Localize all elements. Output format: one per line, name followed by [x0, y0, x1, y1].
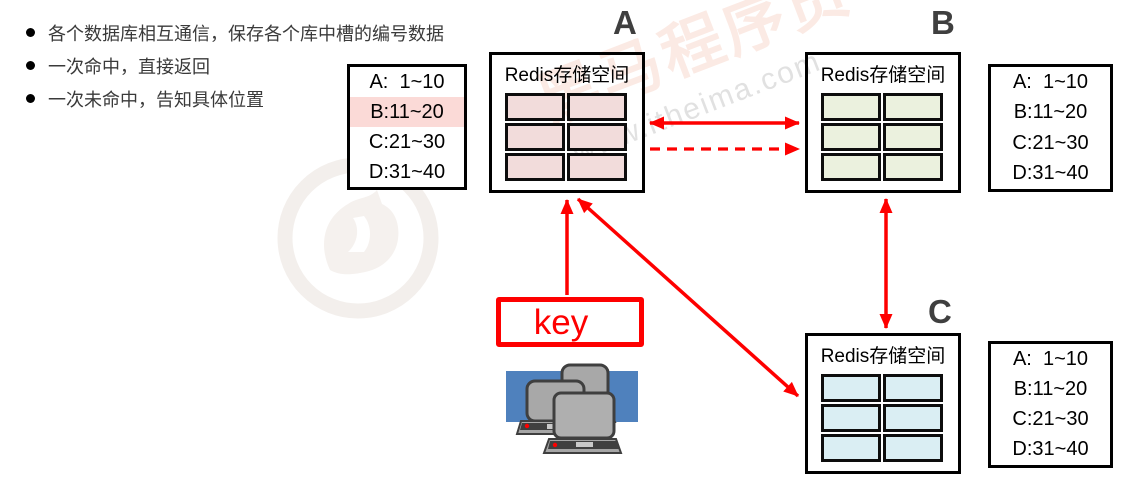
redis-node-c: Redis存储空间: [805, 333, 961, 474]
slot-grid-b: [821, 93, 943, 181]
computers-illustration: [506, 363, 638, 454]
monitor-icon: [552, 391, 616, 440]
slot-row: A: 1~10: [1012, 347, 1089, 370]
keyboard-key: [576, 442, 593, 447]
redis-node-a: Redis存储空间: [489, 52, 645, 193]
slot-cell: [883, 123, 943, 151]
slot-row: D:31~40: [1012, 438, 1089, 461]
slot-cell: [505, 93, 565, 121]
note-item: 各个数据库相互通信，保存各个库中槽的编号数据: [26, 16, 444, 49]
slot-cell: [505, 153, 565, 181]
slot-row: D:31~40: [1012, 162, 1089, 185]
key-box: key: [496, 297, 644, 347]
slot-row: A: 1~10: [1012, 70, 1089, 93]
slot-cell: [821, 434, 881, 462]
slot-cell: [883, 153, 943, 181]
bullet-icon: [26, 61, 35, 70]
node-label-c: C: [928, 293, 952, 330]
slot-cell: [883, 434, 943, 462]
slot-grid-c: [821, 374, 943, 462]
redis-node-c-title: Redis存储空间: [820, 346, 946, 367]
redis-node-b: Redis存储空间: [805, 52, 961, 193]
power-led: [552, 442, 558, 448]
power-led: [524, 423, 530, 429]
node-label-a: A: [613, 4, 637, 41]
slot-row: C:21~30: [1012, 131, 1089, 154]
slot-cell: [821, 153, 881, 181]
slot-cell: [883, 404, 943, 432]
slot-cell: [821, 93, 881, 121]
slot-row: C:21~30: [1012, 408, 1089, 431]
slot-cell: [567, 123, 627, 151]
slot-row: B:11~20: [1013, 377, 1088, 400]
slot-cell: [883, 374, 943, 402]
slot-row: D:31~40: [368, 160, 446, 183]
bullet-icon: [26, 28, 35, 37]
slot-cell: [821, 374, 881, 402]
slot-row: B:11~20: [1013, 101, 1088, 124]
slot-table-right-bottom: A: 1~10 B:11~20 C:21~30 D:31~40: [988, 341, 1113, 468]
slot-cell: [505, 123, 565, 151]
note-text: 各个数据库相互通信，保存各个库中槽的编号数据: [48, 23, 444, 44]
node-label-b: B: [931, 4, 955, 41]
slot-cell: [567, 93, 627, 121]
slot-grid-a: [505, 93, 627, 181]
slot-cell: [821, 123, 881, 151]
key-label: key: [533, 302, 589, 342]
slot-cell: [821, 404, 881, 432]
slot-row: C:21~30: [368, 130, 446, 153]
redis-node-b-title: Redis存储空间: [820, 65, 946, 86]
note-item: 一次命中，直接返回: [26, 49, 444, 82]
redis-node-a-title: Redis存储空间: [504, 65, 630, 86]
note-text: 一次未命中，告知具体位置: [48, 89, 264, 110]
slot-table-right-top: A: 1~10 B:11~20 C:21~30 D:31~40: [988, 64, 1113, 192]
slot-row-highlighted: B:11~20: [350, 97, 464, 127]
slot-cell: [567, 153, 627, 181]
slot-cell: [883, 93, 943, 121]
bullet-icon: [26, 94, 35, 103]
slot-table-left: A: 1~10 B:11~20 C:21~30 D:31~40: [347, 64, 467, 190]
note-item: 一次未命中，告知具体位置: [26, 82, 444, 115]
slot-row: A: 1~10: [369, 70, 445, 93]
notes-list: 各个数据库相互通信，保存各个库中槽的编号数据 一次命中，直接返回 一次未命中，告…: [26, 16, 444, 115]
note-text: 一次命中，直接返回: [48, 56, 210, 77]
